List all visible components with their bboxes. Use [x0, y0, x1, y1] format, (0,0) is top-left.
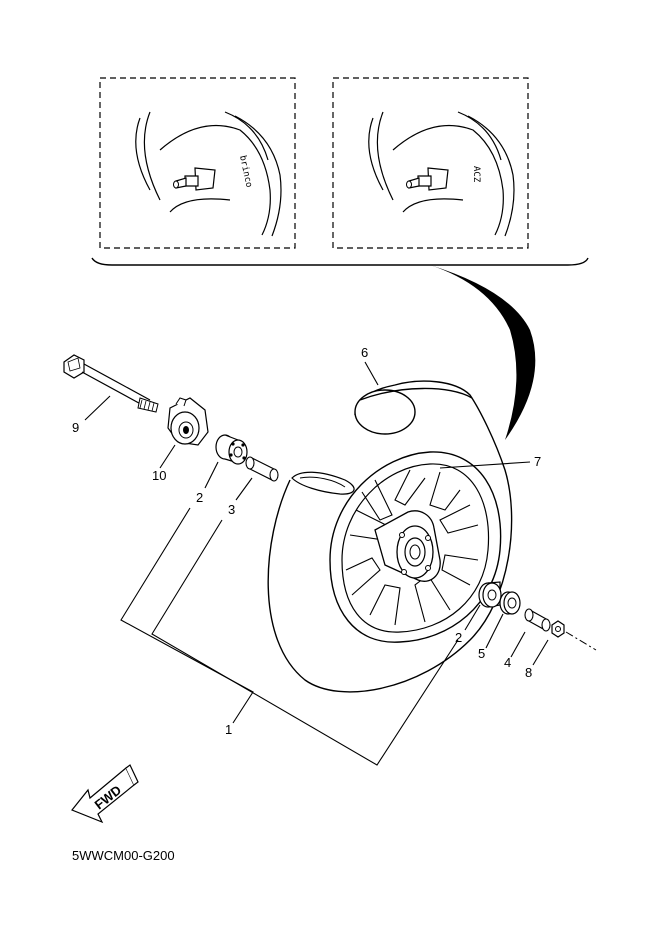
inset-right-tire-text: ACZ [471, 166, 481, 183]
axle-nut [551, 620, 565, 638]
axle-centerline [565, 631, 597, 651]
inset-valve-left: brinco [99, 77, 296, 249]
callout-1: 1 [225, 722, 232, 737]
callout-2-right: 2 [455, 630, 462, 645]
callout-2-left: 2 [196, 490, 203, 505]
callout-labels: 1 2 2 3 4 5 6 7 8 9 10 [72, 345, 541, 737]
callout-8: 8 [525, 665, 532, 680]
bearing-right [478, 581, 502, 608]
wheel-hub [374, 510, 441, 582]
collar-right [524, 608, 551, 632]
callout-5: 5 [478, 646, 485, 661]
oil-seal [499, 591, 521, 615]
callout-3: 3 [228, 502, 235, 517]
callout-4: 4 [504, 655, 511, 670]
forward-direction-arrow: FWD [71, 764, 139, 824]
callout-6: 6 [361, 345, 368, 360]
meter-gear-assembly [167, 397, 209, 446]
callout-9: 9 [72, 420, 79, 435]
spacer-collar [245, 456, 279, 482]
inset-bracket [91, 257, 589, 440]
axle-bolt [63, 354, 159, 413]
bearing-left [215, 434, 248, 465]
inset-valve-right: ACZ [332, 77, 529, 249]
diagram-code: 5WWCM00-G200 [72, 848, 175, 863]
tire-valve-icon [406, 167, 449, 191]
callout-10: 10 [152, 468, 166, 483]
inset-left-tire-text: brinco [237, 155, 254, 189]
wheel-rim [291, 451, 502, 643]
leader-lines [84, 361, 549, 766]
callout-7: 7 [534, 454, 541, 469]
tire-valve-icon [173, 167, 216, 191]
